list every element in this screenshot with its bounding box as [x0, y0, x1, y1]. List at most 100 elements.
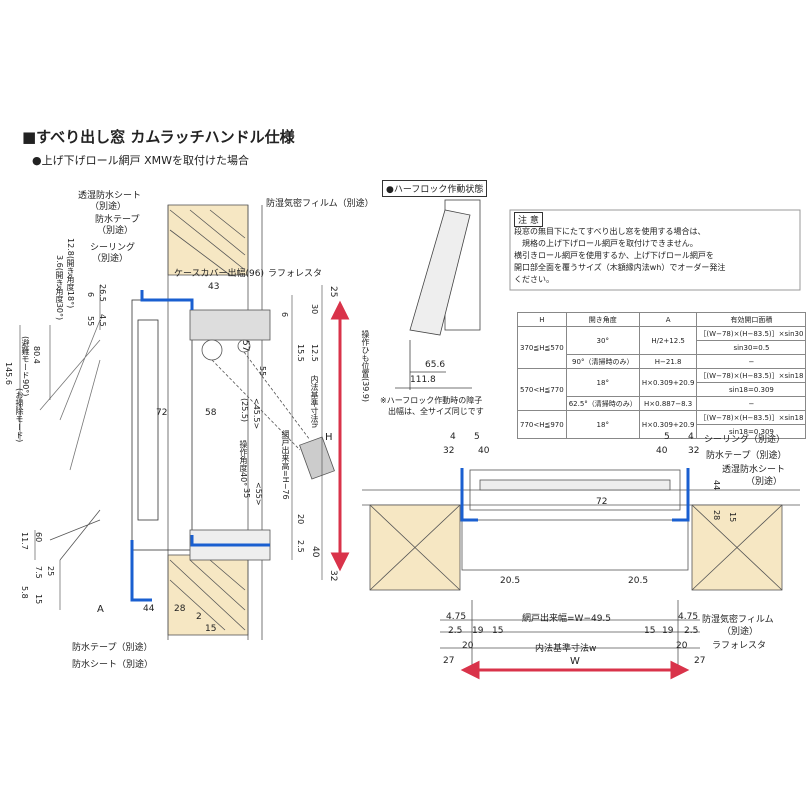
- dim-5-a: 55: [258, 366, 267, 377]
- plan-vapor-sep: （別途）: [722, 627, 759, 637]
- table-cell: H/2+12.5: [638, 326, 698, 355]
- dim-58: 58: [205, 408, 217, 418]
- case-cover-label: ケースカバー出幅(96): [174, 269, 265, 279]
- dim-12-5: 12.5: [310, 344, 319, 362]
- half-lock-title: ●ハーフロック作動状態: [382, 180, 488, 197]
- dim-45: 4.5: [98, 314, 107, 327]
- moisture-sheet-label: 透湿防水シート: [78, 191, 142, 201]
- dim-55b: <55>: [254, 482, 263, 506]
- net-h: 網戸出来高=H−76: [281, 430, 290, 500]
- w-arrow: [460, 660, 690, 680]
- dim-57: 57: [240, 340, 250, 352]
- table-cell: ［(W−78)×(H−83.5)］×sin18: [696, 410, 806, 425]
- table-cell: 30°: [565, 326, 640, 355]
- table-cell: 370≦H≦570: [517, 326, 567, 369]
- waterproof-tape-sep: （別途）: [97, 226, 134, 236]
- moisture-sheet-sep: （別途）: [90, 202, 127, 212]
- std-h: 内法基準寸法h: [310, 375, 319, 429]
- plan-dim-15: 15: [728, 512, 737, 523]
- dim-60: 60: [34, 532, 43, 543]
- plan-tape: 防水テープ（別途）: [706, 451, 787, 461]
- plan-dim-5: 5: [474, 432, 480, 442]
- half-lock-diagram: [395, 199, 481, 390]
- dim-111-8: 111.8: [410, 375, 436, 385]
- table-cell: 90°（清掃時のみ）: [565, 354, 640, 369]
- cord-position: 操作ひも位置(39.9): [361, 330, 370, 403]
- plan-dim-44: 44: [712, 480, 721, 491]
- plan-sealing: シーリング（別途）: [704, 435, 786, 445]
- plan-dim-27r: 27: [694, 656, 706, 666]
- plan-net-w: 網戸出来幅=W−49.5: [522, 614, 612, 624]
- dim-2-5: 2.5: [296, 540, 305, 553]
- dim-11-7: 11.7: [20, 532, 29, 550]
- plan-vapor: 防湿気密フィルム: [702, 615, 774, 625]
- plan-dim-19: 19: [472, 626, 484, 636]
- table-cell: sin18=0.309: [696, 382, 806, 397]
- half-lock-note2: 出幅は、全サイズ同じです: [388, 407, 484, 416]
- half-lock-note1: ※ハーフロック作動時の障子: [380, 396, 483, 405]
- plan-dim-4r: 4: [688, 432, 694, 442]
- dim-2: 2: [196, 612, 202, 622]
- dim-5-8: 5.8: [20, 586, 29, 599]
- table-header-row: H 開き角度 A 有効開口面積: [517, 312, 806, 327]
- notice-line-5: ください。: [514, 275, 554, 284]
- open-angle-18: 12.8(開き角度18°): [66, 238, 75, 309]
- vapor-film-label: 防湿気密フィルム（別途）: [266, 199, 374, 209]
- dim-72: 72: [156, 408, 168, 418]
- table-cell: H−21.8: [638, 354, 698, 369]
- notice-heading: 注 意: [514, 212, 543, 227]
- plan-view: [362, 468, 800, 670]
- plan-dim-4: 4: [450, 432, 456, 442]
- clean-mode: (お掃除モード): [15, 388, 24, 443]
- dim-15: 15: [34, 594, 43, 605]
- dim-6b: 6: [280, 312, 289, 318]
- table-cell: H×0.887−8.3: [638, 396, 698, 411]
- waterproof-tape-label: 防水テープ: [95, 215, 140, 225]
- table-cell: 62.5°（清掃時のみ）: [565, 396, 640, 411]
- table-cell: 18°: [565, 368, 640, 397]
- dim-20: 20: [296, 514, 305, 525]
- notice-line-4: 開口部全面を覆うサイズ（木額縁内法wh）でオーダー発注: [514, 263, 726, 272]
- dim-35: 35: [242, 488, 251, 499]
- dim-40: 40: [310, 546, 320, 558]
- plan-dim-32r: 32: [688, 446, 700, 456]
- table-cell: H×0.309+20.9: [638, 410, 698, 439]
- plan-lath: ラフォレスタ: [712, 641, 767, 651]
- table-cell: sin18=0.309: [696, 424, 806, 439]
- dim-45-5: <45.5>: [252, 398, 261, 430]
- bottom-sheet-label: 防水シート（別途）: [72, 660, 154, 670]
- plan-dim-27: 27: [443, 656, 455, 666]
- dim-15-5: 15.5: [296, 344, 305, 362]
- notice-box: [509, 209, 801, 291]
- dim-145-6: 145.6: [4, 362, 13, 385]
- dim-65-6: 65.6: [425, 360, 446, 370]
- table-header: 有効開口面積: [696, 312, 806, 327]
- plan-dim-40r: 40: [656, 446, 668, 456]
- notice-line-2: 規格の上げ下げロール網戸を取付けできません。: [522, 239, 698, 248]
- table-row: sin18=0.309: [518, 424, 806, 439]
- dim-30: 30: [310, 304, 319, 315]
- dim-44: 44: [143, 604, 155, 614]
- table-cell: sin30=0.5: [696, 340, 806, 355]
- H-label: H: [325, 432, 333, 443]
- plan-sheet: 透湿防水シート: [722, 465, 786, 475]
- dim-15b: 15: [205, 624, 217, 634]
- table-cell: ［(W−78)×(H−83.5)］×sin18: [696, 368, 806, 383]
- sealing-label: シーリング: [90, 243, 136, 253]
- table-row: 90°（清掃時のみ）H−21.8−: [518, 354, 806, 369]
- plan-dim-20-5r: 20.5: [628, 576, 649, 586]
- bottom-tape-label: 防水テープ（別途）: [72, 643, 153, 653]
- dim-26-5: 26.5: [98, 284, 107, 302]
- lath-label: ラフォレスタ: [268, 269, 323, 279]
- plan-dim-2-5: 2.5: [448, 626, 463, 636]
- dim-7-5: 7.5: [34, 566, 43, 579]
- plan-W: W: [570, 656, 580, 667]
- table-cell: 570<H≦770: [517, 368, 567, 411]
- table-cell: ［(W−78)×(H−83.5)］×sin30: [696, 326, 806, 341]
- dim-25-5: (25.5): [240, 398, 249, 423]
- plan-sheet-sep: （別途）: [746, 477, 783, 487]
